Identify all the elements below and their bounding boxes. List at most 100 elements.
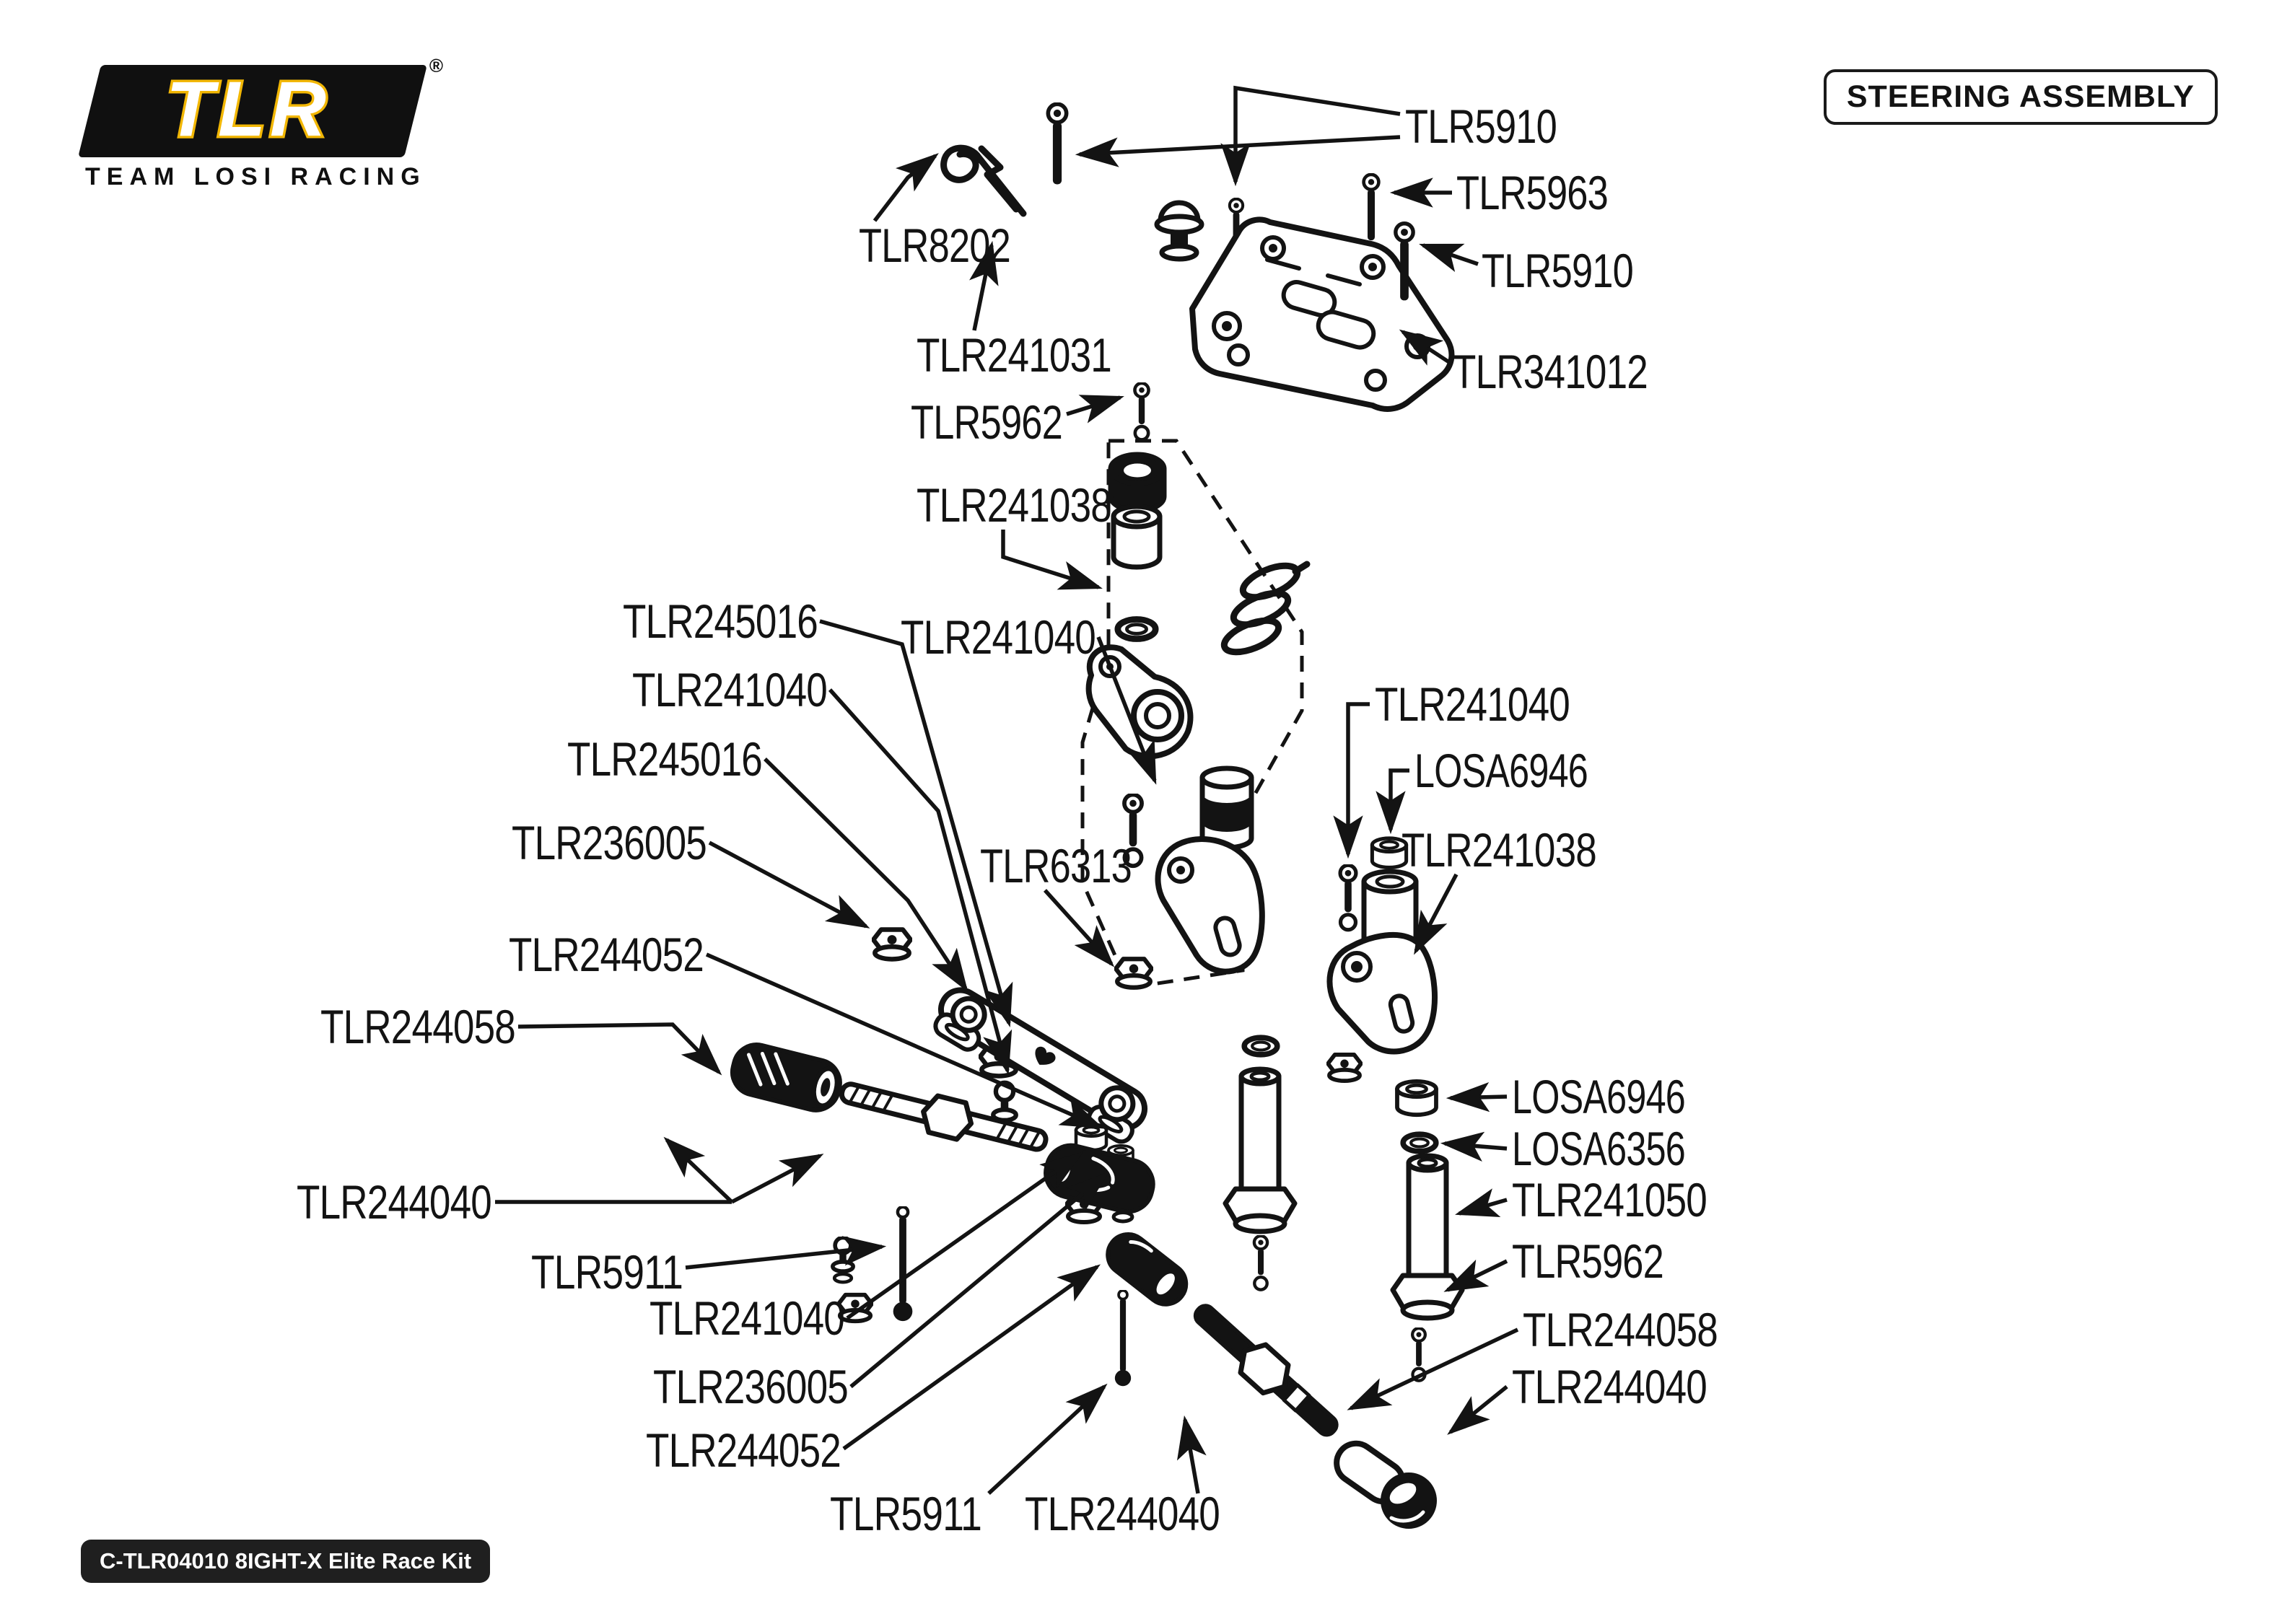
part-label-tlr241040-center: TLR241040 bbox=[901, 610, 1096, 664]
part-label-tlr244040-bottomright: TLR244040 bbox=[1512, 1360, 1707, 1413]
body-clip-part bbox=[940, 144, 1027, 217]
leader-tlr341012 bbox=[1399, 329, 1451, 366]
tlr-logo: TLR ® TEAM LOSI RACING bbox=[78, 55, 443, 204]
leader-tlr6313 bbox=[1043, 889, 1115, 967]
part-label-tlr245016-b: TLR245016 bbox=[567, 732, 762, 786]
leader-tlr236005-left bbox=[708, 840, 870, 929]
pin-5911-part-bottom bbox=[1115, 1291, 1131, 1387]
leader-tlr5962-bottom bbox=[1443, 1259, 1508, 1292]
leader-tlr241038-right bbox=[1414, 873, 1459, 955]
part-label-tlr241050: TLR241050 bbox=[1512, 1173, 1707, 1226]
leader-tlr245016-a bbox=[819, 619, 1013, 1027]
leader-tlr241040-left bbox=[828, 688, 1013, 1075]
diagram-title-badge: STEERING ASSEMBLY bbox=[1823, 69, 2218, 125]
part-label-tlr241040-right: TLR241040 bbox=[1375, 677, 1570, 731]
part-label-tlr236005-left: TLR236005 bbox=[512, 816, 707, 869]
leader-tlr5962-top bbox=[1066, 395, 1124, 423]
leader-tlr5910-mid bbox=[1419, 243, 1479, 272]
part-label-tlr245016-a: TLR245016 bbox=[623, 594, 818, 648]
leader-tlr241050 bbox=[1455, 1188, 1508, 1217]
leader-tlr5911-bottom bbox=[987, 1383, 1108, 1496]
part-label-tlr341012: TLR341012 bbox=[1453, 345, 1648, 398]
part-label-tlr241040-bottomcenter: TLR241040 bbox=[650, 1291, 844, 1345]
part-label-tlr236005-bottomcenter: TLR236005 bbox=[653, 1360, 848, 1413]
pin-5911-part-left bbox=[893, 1207, 913, 1321]
tlr-logo-letters: TLR bbox=[85, 63, 411, 156]
screw-ball-5962-part-top bbox=[1134, 383, 1148, 439]
screw-5910-part-a bbox=[1048, 104, 1066, 184]
part-label-tlr244058-left: TLR244058 bbox=[320, 1000, 515, 1053]
tlr-logo-subtitle: TEAM LOSI RACING bbox=[85, 163, 427, 190]
leader-tlr5911-left bbox=[685, 1236, 887, 1270]
leader-tlr241040-bottomcenter bbox=[846, 1151, 1084, 1320]
part-label-tlr244040-bottom: TLR244040 bbox=[1025, 1487, 1220, 1540]
leader-tlr244040-left-2 bbox=[730, 1154, 824, 1204]
part-label-tlr5911-bottom: TLR5911 bbox=[830, 1487, 981, 1540]
steering-top-plate-part bbox=[1189, 216, 1455, 412]
ball-screw-under-post-part bbox=[1254, 1236, 1267, 1290]
leader-tlr244058-bottom bbox=[1347, 1327, 1519, 1410]
leader-losa6356 bbox=[1440, 1131, 1508, 1162]
bushing-right-part bbox=[1397, 1081, 1436, 1115]
part-label-tlr8202: TLR8202 bbox=[859, 219, 1010, 272]
leader-tlr236005-bottomcenter bbox=[849, 1172, 1109, 1389]
steering-post-left-part bbox=[1223, 1066, 1298, 1234]
leader-tlr241031 bbox=[969, 240, 999, 331]
leader-tlr244040-bottomright bbox=[1447, 1384, 1508, 1435]
nut-small-right-part bbox=[1328, 1055, 1361, 1081]
oring-small-part bbox=[1244, 1037, 1277, 1055]
leader-tlr5910-top bbox=[1220, 85, 1401, 187]
ball-stud-bottomleft-part bbox=[833, 1237, 853, 1282]
leader-tlr241040-center bbox=[1096, 636, 1157, 785]
registered-mark: ® bbox=[429, 55, 443, 76]
leader-losa6946-top bbox=[1376, 768, 1409, 835]
part-label-tlr241038-left: TLR241038 bbox=[917, 478, 1111, 532]
part-label-tlr244058-bottom: TLR244058 bbox=[1523, 1303, 1718, 1356]
bushing-tall-part bbox=[1111, 504, 1163, 570]
screw-5963-part bbox=[1364, 175, 1379, 240]
leader-tlr241038-left bbox=[1001, 530, 1103, 590]
nut-236005-part bbox=[873, 930, 911, 960]
leader-tlr244040-left-1 bbox=[663, 1136, 733, 1203]
part-label-tlr5910-mid: TLR5910 bbox=[1482, 244, 1633, 297]
part-label-tlr241038-right: TLR241038 bbox=[1401, 823, 1596, 877]
leader-tlr5910-top-1 bbox=[1075, 135, 1401, 167]
kit-name-badge: C-TLR04010 8IGHT-X Elite Race Kit bbox=[81, 1540, 491, 1583]
spring-part bbox=[1220, 561, 1311, 656]
part-label-tlr5962-bottom: TLR5962 bbox=[1512, 1234, 1663, 1288]
bottom-turnbuckle-part bbox=[1193, 1304, 1339, 1437]
part-label-tlr5963: TLR5963 bbox=[1456, 166, 1608, 219]
rod-end-upper-part bbox=[1106, 1232, 1189, 1307]
part-label-tlr244052-left: TLR244052 bbox=[509, 928, 704, 981]
part-label-losa6946-top: LOSA6946 bbox=[1414, 744, 1588, 797]
part-label-tlr241040-left: TLR241040 bbox=[632, 663, 827, 716]
oring-mid-part bbox=[1118, 619, 1155, 638]
left-bellcrank-part bbox=[1155, 765, 1265, 975]
part-label-tlr244052-bottomcenter: TLR244052 bbox=[646, 1423, 841, 1477]
part-label-tlr6313: TLR6313 bbox=[980, 839, 1132, 892]
part-label-losa6946-bottom: LOSA6946 bbox=[1512, 1070, 1685, 1123]
dashed-subassembly-outline bbox=[1080, 439, 1304, 990]
oring-right-part bbox=[1403, 1134, 1436, 1151]
leader-tlr245016-b bbox=[764, 758, 968, 993]
leader-tlr244052-bottomcenter bbox=[842, 1264, 1101, 1451]
steering-post-right-part bbox=[1390, 1153, 1465, 1321]
part-label-tlr5910-top: TLR5910 bbox=[1405, 100, 1557, 153]
leader-tlr241040-right bbox=[1333, 702, 1370, 859]
right-ball-screw-part bbox=[1340, 865, 1356, 929]
nut-6313-part bbox=[1116, 959, 1152, 987]
leader-tlr244058-left bbox=[517, 1022, 722, 1076]
ball-stud-dome-part bbox=[1154, 200, 1204, 262]
leader-tlr244052-left bbox=[705, 952, 1104, 1129]
part-label-losa6356: LOSA6356 bbox=[1512, 1122, 1685, 1175]
part-label-tlr5911-left: TLR5911 bbox=[531, 1245, 683, 1299]
leader-losa6946-bottom bbox=[1446, 1081, 1508, 1112]
bearing-part bbox=[1108, 452, 1167, 514]
tlr-logo-text: TLR bbox=[166, 65, 331, 152]
part-label-tlr5962-top: TLR5962 bbox=[911, 395, 1062, 449]
part-label-tlr241031: TLR241031 bbox=[917, 328, 1111, 382]
right-steering-knuckle-part bbox=[1326, 869, 1438, 1055]
leader-tlr8202 bbox=[873, 153, 939, 222]
part-label-tlr244040-left: TLR244040 bbox=[297, 1175, 491, 1229]
